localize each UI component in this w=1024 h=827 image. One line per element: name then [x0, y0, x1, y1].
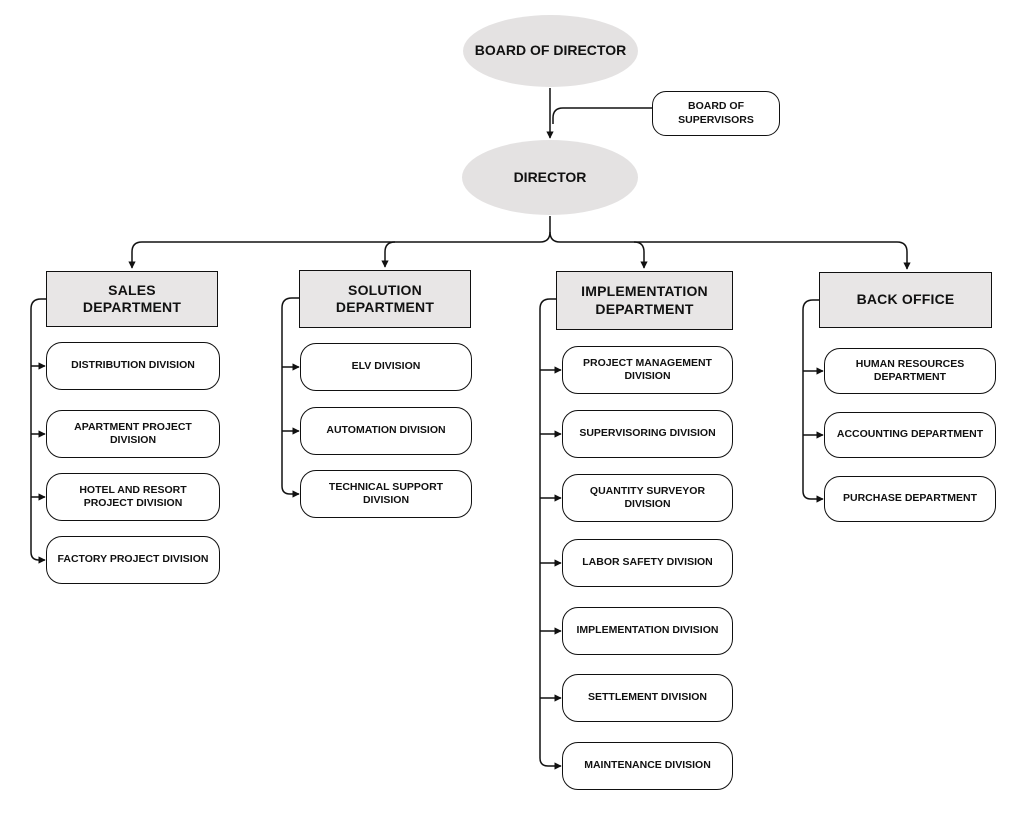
division-label: QUANTITY SURVEYOR DIVISION [589, 484, 706, 510]
implementation-department-division-settlement-division: SETTLEMENT DIVISION [562, 674, 733, 722]
division-label: AUTOMATION DIVISION [326, 424, 446, 437]
implementation-department-label: IMPLEMENTATION DEPARTMENT [581, 283, 708, 317]
solution-department-label: SOLUTION DEPARTMENT [335, 281, 435, 316]
solution-department-link-2 [281, 485, 300, 498]
division-label: ACCOUNTING DEPARTMENT [836, 428, 984, 441]
division-label: PURCHASE DEPARTMENT [843, 492, 977, 505]
implementation-department-node: IMPLEMENTATION DEPARTMENT [556, 271, 733, 330]
back-office-division-purchase-department: PURCHASE DEPARTMENT [824, 476, 996, 522]
sales-department-spine [30, 298, 46, 552]
supervisors-link [552, 107, 652, 124]
director-label: DIRECTOR [513, 168, 587, 185]
solution-department-division-elv-division: ELV DIVISION [300, 343, 472, 391]
implementation-department-division-quantity-surveyor-division: QUANTITY SURVEYOR DIVISION [562, 474, 733, 522]
board-of-director-label: BOARD OF DIRECTOR [474, 42, 627, 59]
back-office-division-human-resources-department: HUMAN RESOURCES DEPARTMENT [824, 348, 996, 394]
division-label: TECHNICAL SUPPORT DIVISION [328, 480, 444, 506]
solution-department-node: SOLUTION DEPARTMENT [299, 270, 471, 328]
implementation-department-division-implementation-division: IMPLEMENTATION DIVISION [562, 607, 733, 655]
back-office-division-accounting-department: ACCOUNTING DEPARTMENT [824, 412, 996, 458]
back-office-spine [802, 299, 819, 491]
board-of-supervisors-node: BOARD OF SUPERVISORS [652, 91, 780, 136]
solution-department-division-technical-support-division: TECHNICAL SUPPORT DIVISION [300, 470, 472, 518]
implementation-department-division-supervisoring-division: SUPERVISORING DIVISION [562, 410, 733, 458]
director-to-implementation-link [633, 241, 648, 269]
division-label: MAINTENANCE DIVISION [584, 759, 711, 772]
division-label: HOTEL AND RESORT PROJECT DIVISION [79, 483, 187, 509]
division-label: FACTORY PROJECT DIVISION [57, 553, 209, 566]
sales-department-division-hotel-and-resort-project-division: HOTEL AND RESORT PROJECT DIVISION [46, 473, 220, 521]
back-office-label: BACK OFFICE [856, 291, 955, 308]
board-of-supervisors-label: BOARD OF SUPERVISORS [678, 100, 754, 126]
implementation-department-division-labor-safety-division: LABOR SAFETY DIVISION [562, 539, 733, 587]
division-label: DISTRIBUTION DIVISION [71, 359, 195, 372]
division-label: ELV DIVISION [351, 360, 421, 373]
sales-department-division-distribution-division: DISTRIBUTION DIVISION [46, 342, 220, 390]
sales-department-division-factory-project-division: FACTORY PROJECT DIVISION [46, 536, 220, 584]
solution-department-division-automation-division: AUTOMATION DIVISION [300, 407, 472, 455]
implementation-department-division-maintenance-division: MAINTENANCE DIVISION [562, 742, 733, 790]
back-office-node: BACK OFFICE [819, 272, 992, 328]
division-label: SETTLEMENT DIVISION [587, 691, 707, 704]
sales-department-label: SALES DEPARTMENT [82, 281, 182, 316]
division-label: LABOR SAFETY DIVISION [582, 556, 713, 569]
director-node: DIRECTOR [462, 140, 638, 215]
board-of-director-node: BOARD OF DIRECTOR [463, 15, 638, 87]
division-label: PROJECT MANAGEMENT DIVISION [583, 356, 712, 382]
sales-department-node: SALES DEPARTMENT [46, 271, 218, 327]
sales-department-link-3 [30, 551, 46, 564]
implementation-department-link-6 [539, 757, 562, 770]
division-label: IMPLEMENTATION DIVISION [576, 624, 719, 637]
implementation-department-division-project-management-division: PROJECT MANAGEMENT DIVISION [562, 346, 733, 394]
director-to-sales-link [128, 216, 551, 269]
solution-department-spine [281, 297, 299, 486]
division-label: APARTMENT PROJECT DIVISION [74, 420, 192, 446]
division-label: HUMAN RESOURCES DEPARTMENT [855, 357, 965, 383]
director-to-solution-link [381, 241, 396, 268]
sales-department-division-apartment-project-division: APARTMENT PROJECT DIVISION [46, 410, 220, 458]
director-to-backoffice-link [549, 231, 911, 270]
back-office-link-2 [802, 490, 824, 503]
implementation-department-spine [539, 298, 556, 758]
division-label: SUPERVISORING DIVISION [579, 427, 716, 440]
